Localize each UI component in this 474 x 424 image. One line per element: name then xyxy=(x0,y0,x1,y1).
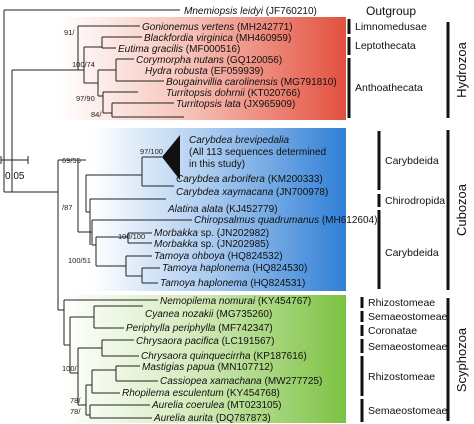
taxon-label: Mnemiopsis leidyi (JF760210) xyxy=(184,6,317,17)
class-label-cubozoa: Cubozoa xyxy=(454,183,469,236)
order-label-semaeostomeae: Semaeostomeae xyxy=(368,405,448,417)
taxon-label: Turritopsis lata (JX965909) xyxy=(176,99,295,110)
order-labels: Limnomedusae Leptothecata Anthoathecata … xyxy=(355,21,448,417)
support-value: /87 xyxy=(62,203,72,212)
taxon-label: Mastigias papua (MN107712) xyxy=(142,362,273,373)
support-value: 100/74 xyxy=(72,60,95,69)
taxon-label: Aurelia aurita (DQ787873) xyxy=(153,413,271,424)
taxon-label: (All 113 sequences determined xyxy=(189,147,326,158)
order-label-carybdeida: Carybdeida xyxy=(385,247,439,259)
order-label-chirodropida: Chirodropida xyxy=(385,195,445,207)
taxon-label: Carybdea xaymacana (JN700978) xyxy=(176,187,328,198)
scale-label: 0.05 xyxy=(5,171,25,182)
class-label-hydrozoa: Hydrozoa xyxy=(454,41,469,97)
scyphozoa-clade-background xyxy=(60,295,346,423)
support-value: 69/55 xyxy=(62,156,81,165)
taxon-label: Morbakka sp. (JN202982) xyxy=(154,228,269,239)
taxon-label: Alatina alata (KJ452779) xyxy=(167,204,278,215)
scale-bar: 0.05 xyxy=(0,156,29,182)
taxon-label: Chiropsalmus quadrumanus (MH612604) xyxy=(194,215,377,226)
order-label-leptothecata: Leptothecata xyxy=(355,40,416,52)
taxon-label: Tamoya haplonema (HQ824530) xyxy=(162,263,307,274)
collapsed-clade-triangle xyxy=(162,135,180,180)
support-value: 84/ xyxy=(91,110,102,119)
support-value: 100/51 xyxy=(68,256,91,265)
support-value: 97/100 xyxy=(140,147,163,156)
support-value: 78/ xyxy=(70,396,81,405)
taxon-label: Cassiopea xamachana (MW277725) xyxy=(160,376,322,387)
order-label-limnomedusae: Limnomedusae xyxy=(355,21,427,33)
taxon-label: Eutima gracilis (MF000516) xyxy=(118,44,240,55)
support-value: 91/ xyxy=(64,28,75,37)
cubozoa-clade-background xyxy=(92,128,346,291)
taxon-label: Carybdea arborifera (KM200333) xyxy=(176,174,323,185)
taxon-label: Nemopilema nomurai (KY454767) xyxy=(160,296,311,307)
order-label-rhizostomeae: Rhizostomeae xyxy=(368,297,435,309)
order-label-coronatae: Coronatae xyxy=(368,325,417,337)
order-label-carybdeida: Carybdeida xyxy=(385,155,439,167)
taxon-label: Corymorpha nutans (GQ120056) xyxy=(136,55,282,66)
order-label-rhizostomeae: Rhizostomeae xyxy=(368,371,435,383)
support-values: 91/ 100/74 97/90 84/ 97/100 69/55 /87 10… xyxy=(62,28,163,416)
taxon-label: Hydra robusta (EF059939) xyxy=(145,66,263,77)
taxon-label: Tamoya ohboya (HQ824532) xyxy=(154,251,283,262)
taxon-label: Carybdea brevipedalia xyxy=(189,135,290,146)
taxon-label: Turritopsis dohrnii (KT020766) xyxy=(166,88,300,99)
taxon-label: in this study) xyxy=(189,159,245,170)
class-label-scyphozoa: Scyphozoa xyxy=(454,327,469,392)
support-value: 100/ xyxy=(62,364,78,373)
order-label-semaeostomeae: Semaeostomeae xyxy=(368,341,448,353)
support-value: 78/ xyxy=(70,407,81,416)
taxon-label: Gonionemus vertens (MH242771) xyxy=(142,22,293,33)
taxon-label: Bougainvillia carolinensis (MG791810) xyxy=(166,77,337,88)
taxon-label: Periphylla periphylla (MF742347) xyxy=(126,323,273,334)
taxon-label: Blackfordia virginica (MH460959) xyxy=(144,33,291,44)
taxon-label: Cyanea nozakii (MG735260) xyxy=(145,309,272,320)
taxon-labels: Mnemiopsis leidyi (JF760210) Gonionemus … xyxy=(118,6,377,424)
outgroup-label: Outgroup xyxy=(366,4,416,18)
taxon-label: Chrysaora pacifica (LC191567) xyxy=(136,336,274,347)
order-label-anthoathecata: Anthoathecata xyxy=(355,82,423,94)
support-value: 97/90 xyxy=(76,94,95,103)
order-label-semaeostomeae: Semaeostomeae xyxy=(368,311,448,323)
tree-branches xyxy=(3,9,192,419)
hydrozoa-clade-background xyxy=(60,17,346,120)
class-labels: Hydrozoa Cubozoa Scyphozoa xyxy=(454,41,469,392)
taxon-label: Aurelia coerulea (MT023105) xyxy=(151,400,282,411)
order-bars xyxy=(347,19,450,422)
support-value: 100/100 xyxy=(118,232,145,241)
taxon-label: Rhopilema esculentum (KY454768) xyxy=(122,388,280,399)
taxon-label: Tamoya haplonema (HQ824531) xyxy=(160,278,305,289)
taxon-label: Morbakka sp. (JN202985) xyxy=(154,239,269,250)
taxon-label: Chrysaora quinquecirrha (KP187616) xyxy=(141,351,307,362)
